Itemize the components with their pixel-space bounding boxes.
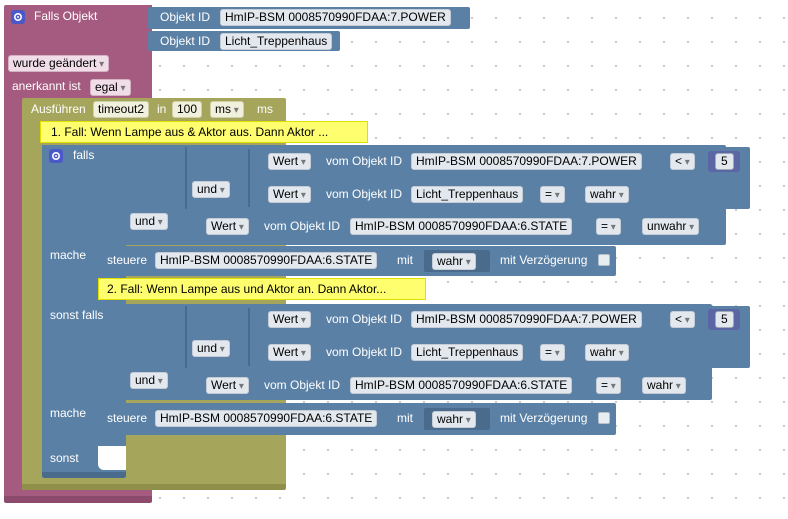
number-field-power-2[interactable]: 5 [715,311,734,328]
control-value-dropdown-2[interactable]: wahr [432,411,476,428]
value-dropdown-power-1[interactable]: Wert [268,153,311,170]
and-dropdown-inner-2[interactable]: und [192,340,230,357]
delay-checkbox-1[interactable] [598,254,610,266]
op-dropdown-power-2[interactable]: < [670,311,695,328]
object-field-light-2[interactable]: Licht_Treppenhaus [411,344,524,361]
and-outer-2-slot [185,306,187,368]
timeout-name-field[interactable]: timeout2 [93,101,150,118]
op-dropdown-state-1[interactable]: = [596,218,621,235]
bool-dropdown-state-2[interactable]: wahr [642,377,686,394]
number-field-power-1[interactable]: 5 [715,153,734,170]
control-object-field-1[interactable]: HmIP-BSM 0008570990FDAA:6.STATE [155,252,378,269]
timeout-block-shadow [22,484,286,490]
control-value-dropdown-1[interactable]: wahr [432,253,476,270]
trigger-label: Falls Objekt [34,9,98,23]
if-falls-label: falls [73,148,95,162]
timeout-in-label: in [157,102,167,116]
object-field-light-1[interactable]: Licht_Treppenhaus [411,186,524,203]
op-dropdown-state-2[interactable]: = [596,377,621,394]
of-object-label-state-1: vom Objekt ID [264,219,341,233]
of-object-label-state-2: vom Objekt ID [264,378,341,392]
if-mache-label-1: mache [50,248,87,262]
bool-dropdown-state-1[interactable]: unwahr [642,218,700,235]
trigger-gear-icon[interactable] [11,10,25,24]
control-label-1: steuere [107,253,148,267]
of-object-label-light-2: vom Objekt ID [326,345,403,359]
condition-dropdown[interactable]: wurde geändert [8,55,110,72]
comment-case-1-text: 1. Fall: Wenn Lampe aus & Aktor aus. Dan… [51,125,329,139]
of-object-label-power-2: vom Objekt ID [326,312,403,326]
if-mache-label-2: mache [50,406,87,420]
timeout-label: Ausführen [31,102,86,116]
and-dropdown-outer-1[interactable]: und [130,213,168,230]
control-with-label-1: mit [397,253,413,267]
control-delay-label-2: mit Verzögerung [500,411,588,425]
if-sonst-falls-label: sonst falls [50,308,104,322]
and-dropdown-inner-1[interactable]: und [192,181,230,198]
value-dropdown-light-1[interactable]: Wert [268,186,311,203]
and-inner-2-slot [248,308,250,366]
value-dropdown-power-2[interactable]: Wert [268,311,311,328]
if-sonst-label: sonst [50,451,79,465]
bool-dropdown-light-1[interactable]: wahr [585,186,629,203]
comment-case-1[interactable]: 1. Fall: Wenn Lampe aus & Aktor aus. Dan… [40,121,368,143]
if-gear-icon[interactable] [49,149,63,163]
object-field-state-1[interactable]: HmIP-BSM 0008570990FDAA:6.STATE [350,218,573,235]
timeout-unit-label: ms [257,102,273,116]
if-sonst-slot [98,446,126,470]
and-inner-1-slot [248,149,250,207]
object-id-label-1: Objekt ID [160,10,211,24]
delay-checkbox-2[interactable] [598,412,610,424]
object-id-field-2[interactable]: Licht_Treppenhaus [220,33,333,50]
control-with-label-2: mit [397,411,413,425]
op-dropdown-power-1[interactable]: < [670,153,695,170]
timeout-unit-dropdown[interactable]: ms [210,101,244,118]
object-id-label-2: Objekt ID [160,34,211,48]
object-field-state-2[interactable]: HmIP-BSM 0008570990FDAA:6.STATE [350,377,573,394]
op-dropdown-light-2[interactable]: = [540,344,565,361]
control-object-field-2[interactable]: HmIP-BSM 0008570990FDAA:6.STATE [155,410,378,427]
control-label-2: steuere [107,411,148,425]
if-block-shadow [42,472,126,478]
trigger-block-shadow [4,496,152,503]
timeout-delay-field[interactable]: 100 [172,101,203,118]
value-dropdown-light-2[interactable]: Wert [268,344,311,361]
of-object-label-power-1: vom Objekt ID [326,154,403,168]
and-dropdown-outer-2[interactable]: und [130,372,168,389]
bool-dropdown-light-2[interactable]: wahr [585,344,629,361]
of-object-label-light-1: vom Objekt ID [326,187,403,201]
control-delay-label-1: mit Verzögerung [500,253,588,267]
op-dropdown-light-1[interactable]: = [540,186,565,203]
object-field-power-2[interactable]: HmIP-BSM 0008570990FDAA:7.POWER [411,311,642,328]
value-dropdown-state-2[interactable]: Wert [206,377,249,394]
comment-case-2-text: 2. Fall: Wenn Lampe aus und Aktor an. Da… [107,282,387,296]
comment-case-2[interactable]: 2. Fall: Wenn Lampe aus und Aktor an. Da… [98,278,426,300]
ack-label: anerkannt ist [12,79,81,93]
value-dropdown-state-1[interactable]: Wert [206,218,249,235]
ack-dropdown[interactable]: egal [90,79,131,96]
object-id-field-1[interactable]: HmIP-BSM 0008570990FDAA:7.POWER [220,9,451,26]
and-outer-1-slot [185,147,187,209]
object-field-power-1[interactable]: HmIP-BSM 0008570990FDAA:7.POWER [411,153,642,170]
